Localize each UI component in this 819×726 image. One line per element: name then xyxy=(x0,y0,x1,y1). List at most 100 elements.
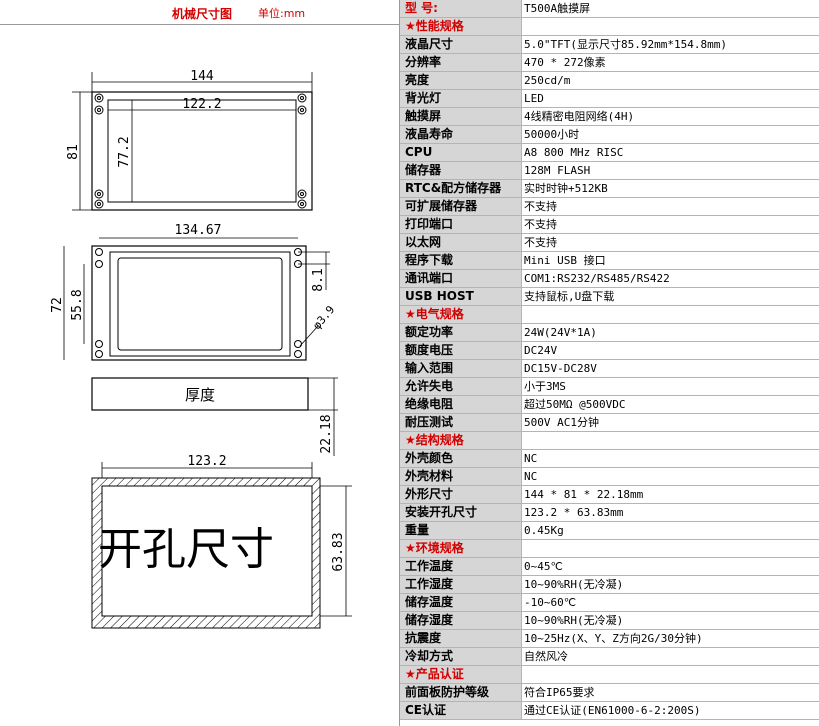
svg-text:63.83: 63.83 xyxy=(331,532,346,571)
spec-row: 允许失电小于3MS xyxy=(400,378,819,396)
spec-key: 液晶尺寸 xyxy=(400,36,522,53)
spec-key: 储存湿度 xyxy=(400,612,522,629)
cutout-view: 开孔尺寸 123.2 63.83 xyxy=(91,454,352,629)
spec-value: 小于3MS xyxy=(524,380,566,393)
spec-value: 5.0"TFT(显示尺寸85.92mm*154.8mm) xyxy=(524,38,727,51)
svg-text:72: 72 xyxy=(50,297,65,313)
spec-key: 允许失电 xyxy=(400,378,522,395)
dim-inner-width: 122.2 xyxy=(182,97,221,112)
spec-value: 4线精密电阻网络(4H) xyxy=(524,110,635,123)
svg-text:8.1: 8.1 xyxy=(311,268,326,291)
spec-row: 储存温度-10~60℃ xyxy=(400,594,819,612)
spec-row: 打印端口不支持 xyxy=(400,216,819,234)
spec-row: CE认证通过CE认证(EN61000-6-2:200S) xyxy=(400,702,819,720)
spec-value: 250cd/m xyxy=(524,74,571,87)
spec-key: 工作湿度 xyxy=(400,576,522,593)
section-header: ★电气规格 xyxy=(400,306,819,324)
spec-value: 123.2 * 63.83mm xyxy=(524,506,624,519)
spec-key: 额度电压 xyxy=(400,342,522,359)
spec-value: 10~25Hz(X、Y、Z方向2G/30分钟) xyxy=(524,632,703,645)
spec-key: ★电气规格 xyxy=(400,306,522,323)
spec-value: 实时时钟+512KB xyxy=(524,182,608,195)
spec-value: 0.45Kg xyxy=(524,524,564,537)
mount-holes xyxy=(94,93,307,209)
svg-text:55.8: 55.8 xyxy=(70,289,85,320)
spec-value: 0~45℃ xyxy=(524,560,563,573)
spec-key: 工作温度 xyxy=(400,558,522,575)
spec-value: 自然风冷 xyxy=(524,650,568,663)
dim-depth: 22.18 xyxy=(319,414,334,453)
drawing-header: 机械尺寸图 单位:mm xyxy=(0,0,400,25)
spec-key: 重量 xyxy=(400,522,522,539)
spec-key: 可扩展储存器 xyxy=(400,198,522,215)
spec-row: 以太网不支持 xyxy=(400,234,819,252)
spec-value: 不支持 xyxy=(524,218,557,231)
spec-key: 冷却方式 xyxy=(400,648,522,665)
spec-value: 不支持 xyxy=(524,236,557,249)
spec-key: 前面板防护等级 xyxy=(400,684,522,701)
spec-value: COM1:RS232/RS485/RS422 xyxy=(524,272,670,285)
spec-key: 亮度 xyxy=(400,72,522,89)
spec-value: DC15V-DC28V xyxy=(524,362,597,375)
spec-value: DC24V xyxy=(524,344,558,357)
spec-key: 抗震度 xyxy=(400,630,522,647)
spec-key: ★结构规格 xyxy=(400,432,522,449)
spec-key: 液晶寿命 xyxy=(400,126,522,143)
spec-value: -10~60℃ xyxy=(524,596,577,609)
spec-row: RTC&配方储存器实时时钟+512KB xyxy=(400,180,819,198)
svg-text:134.67: 134.67 xyxy=(175,223,222,238)
spec-value: 144 * 81 * 22.18mm xyxy=(524,488,644,501)
section-header: ★性能规格 xyxy=(400,18,819,36)
spec-value: T500A触摸屏 xyxy=(524,2,591,15)
svg-text:123.2: 123.2 xyxy=(187,454,226,469)
spec-key: 以太网 xyxy=(400,234,522,251)
spec-key: 储存器 xyxy=(400,162,522,179)
spec-row: 绝缘电阻超过50MΩ @500VDC xyxy=(400,396,819,414)
spec-key: 外壳材料 xyxy=(400,468,522,485)
dim-inner-height: 77.2 xyxy=(117,136,132,167)
spec-value: 470 * 272像素 xyxy=(524,56,606,69)
spec-key: 绝缘电阻 xyxy=(400,396,522,413)
section-header: ★结构规格 xyxy=(400,432,819,450)
spec-value: NC xyxy=(524,470,538,483)
spec-value: 超过50MΩ @500VDC xyxy=(524,398,626,411)
dim-width: 144 xyxy=(190,69,214,84)
spec-key: ★产品认证 xyxy=(400,666,522,683)
spec-value: 通过CE认证(EN61000-6-2:200S) xyxy=(524,704,701,717)
spec-key: ★性能规格 xyxy=(400,18,522,35)
spec-value: NC xyxy=(524,452,538,465)
spec-key: CPU xyxy=(400,144,522,161)
front-view: 144 122.2 81 77.2 xyxy=(66,69,313,211)
spec-key: 安装开孔尺寸 xyxy=(400,504,522,521)
spec-row: 型 号:T500A触摸屏 xyxy=(400,0,819,18)
spec-row: 可扩展储存器不支持 xyxy=(400,198,819,216)
spec-key: USB HOST xyxy=(400,288,522,305)
spec-value: 不支持 xyxy=(524,200,557,213)
spec-value: Mini USB 接口 xyxy=(524,254,606,267)
spec-key: 输入范围 xyxy=(400,360,522,377)
spec-value: 24W(24V*1A) xyxy=(524,326,597,339)
panel-divider xyxy=(399,0,400,726)
spec-row: 冷却方式自然风冷 xyxy=(400,648,819,666)
spec-key: 外壳颜色 xyxy=(400,450,522,467)
spec-value: 128M FLASH xyxy=(524,164,591,177)
cutout-label: 开孔尺寸 xyxy=(98,524,274,575)
drawings: 144 122.2 81 77.2 xyxy=(50,69,352,629)
drawing-unit: 单位:mm xyxy=(258,7,306,20)
spec-key: 分辨率 xyxy=(400,54,522,71)
